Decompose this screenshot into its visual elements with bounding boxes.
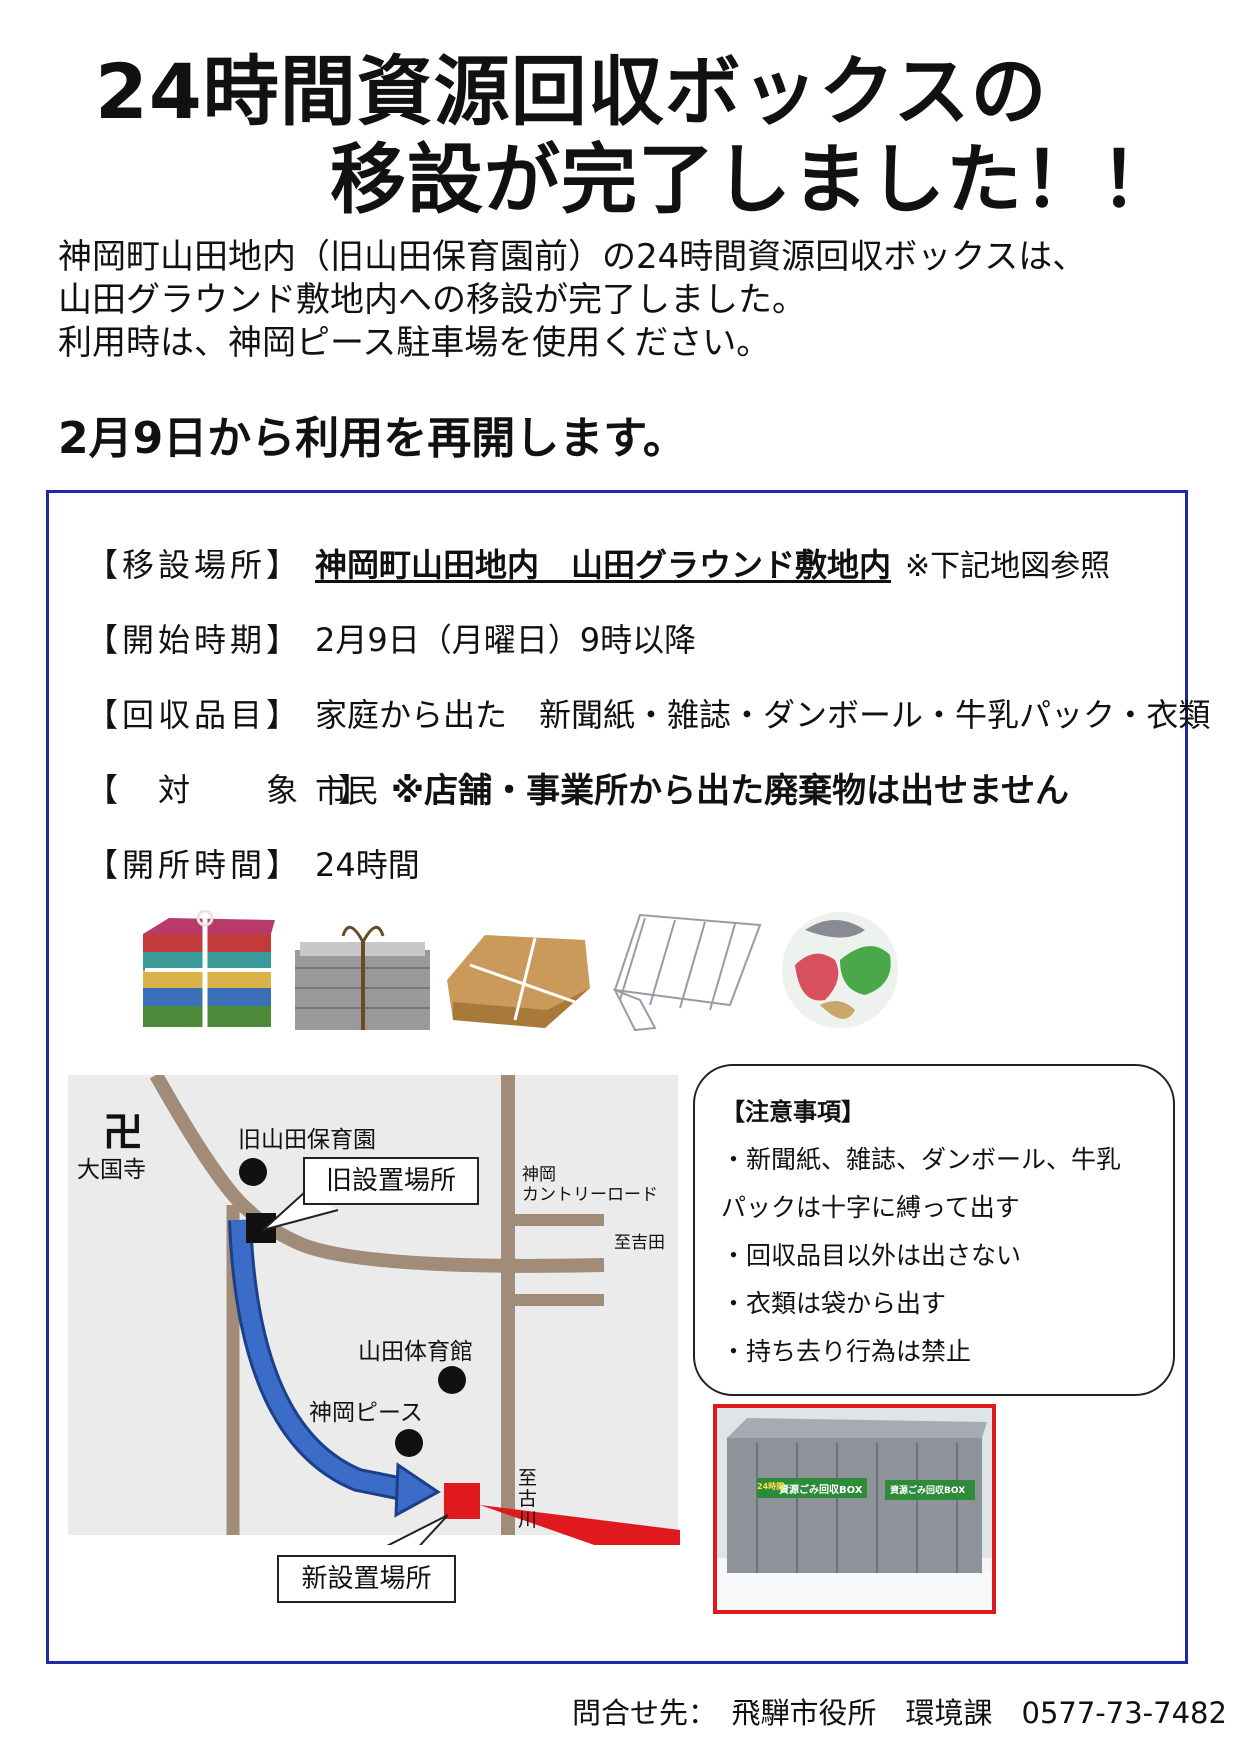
to-yoshida-label: 至吉田 xyxy=(614,1233,665,1253)
peace-marker xyxy=(395,1429,423,1457)
start-label: 【開始時期】 xyxy=(86,621,303,659)
country-road-label-2: カントリーロード xyxy=(522,1185,658,1205)
cardboard-icon xyxy=(447,935,590,1028)
intro-line: 山田グラウンド敷地内への移設が完了しました。 xyxy=(58,280,806,320)
road-main xyxy=(149,1075,605,1273)
photo-sign-1: 資源ごみ回収BOX xyxy=(779,1485,863,1496)
peace-label: 神岡ピース xyxy=(309,1400,423,1426)
new-site-marker xyxy=(444,1483,480,1519)
location-row: 神岡町山田地内 山田グラウンド敷地内 ※下記地図参照 xyxy=(315,540,1110,586)
to-furukawa-label: 至古川 xyxy=(518,1467,538,1531)
notes-box: 【注意事項】 ・新聞紙、雑誌、ダンボール、牛乳 パックは十字に縛って出す ・回収… xyxy=(693,1064,1175,1396)
intro-line: 利用時は、神岡ピース駐車場を使用ください。 xyxy=(58,323,771,363)
map xyxy=(68,1075,680,1545)
old-site-callout: 旧設置場所 xyxy=(303,1157,479,1205)
country-road-label-1: 神岡 xyxy=(522,1165,556,1185)
temple-name: 大国寺 xyxy=(77,1157,146,1183)
title-line-2: 移設が完了しました！！ xyxy=(330,135,1177,224)
magazines-icon xyxy=(143,910,275,1028)
hours-label: 【開所時間】 xyxy=(86,846,303,884)
route-arrow-head xyxy=(394,1462,441,1518)
hours-value: 24時間 xyxy=(315,846,420,884)
milk-carton-icon xyxy=(612,913,762,1032)
box-photo-image xyxy=(717,1408,992,1610)
notes-line: パックは十字に縛って出す xyxy=(721,1193,1020,1222)
info-frame xyxy=(46,490,1188,1664)
photo-sign-2: 資源ごみ回収BOX xyxy=(890,1486,966,1496)
box-photo: 資源ごみ回収BOX 24時間 資源ごみ回収BOX xyxy=(713,1404,996,1614)
temple-symbol: 卍 xyxy=(103,1110,143,1156)
gym-marker xyxy=(438,1366,466,1394)
new-site-pointer xyxy=(386,1514,449,1545)
clothes-icon xyxy=(782,912,898,1028)
photo-badge: 24時間 xyxy=(757,1482,785,1491)
route-arrow xyxy=(231,1219,410,1499)
target-label: 【 対 象 】 xyxy=(86,771,375,809)
target-warning: ※店舗・事業所から出た廃棄物は出せません xyxy=(391,771,1070,811)
newspapers-icon xyxy=(295,925,430,1030)
location-label: 【移設場所】 xyxy=(86,546,303,584)
notes-line: ・持ち去り行為は禁止 xyxy=(721,1337,972,1366)
target-value: 市民 xyxy=(315,772,380,810)
notes-line: ・新聞紙、雑誌、ダンボール、牛乳 xyxy=(721,1145,1122,1174)
contact-info: 問合せ先： 飛騨市役所 環境課 0577-73-7482 xyxy=(572,1696,1227,1730)
old-nursery-label: 旧山田保育園 xyxy=(238,1127,376,1153)
gym-label: 山田体育館 xyxy=(358,1339,473,1365)
title-line-1: 24時間資源回収ボックスの xyxy=(95,47,1048,136)
notes-line: ・回収品目以外は出さない xyxy=(721,1241,1022,1270)
items-value: 家庭から出た 新聞紙・雑誌・ダンボール・牛乳パック・衣類 xyxy=(315,696,1211,734)
resume-date: 2月9日から利用を再開します。 xyxy=(58,413,687,464)
items-label: 【回収品目】 xyxy=(86,696,303,734)
location-value: 神岡町山田地内 山田グラウンド敷地内 xyxy=(315,546,892,584)
start-value: 2月9日（月曜日）9時以降 xyxy=(315,621,697,659)
location-note: ※下記地図参照 xyxy=(905,549,1111,584)
photo-pointer xyxy=(480,1505,680,1545)
notes-title: 【注意事項】 xyxy=(721,1098,865,1126)
notes-line: ・衣類は袋から出す xyxy=(721,1289,947,1318)
new-site-callout: 新設置場所 xyxy=(277,1555,456,1603)
items-illustrations xyxy=(143,910,898,1032)
intro-text: 神岡町山田地内（旧山田保育園前）の24時間資源回収ボックスは、 山田グラウンド敷… xyxy=(58,236,1086,365)
intro-line: 神岡町山田地内（旧山田保育園前）の24時間資源回収ボックスは、 xyxy=(58,237,1087,277)
old-nursery-marker xyxy=(239,1158,267,1186)
target-row: 市民 ※店舗・事業所から出た廃棄物は出せません xyxy=(315,763,1069,812)
